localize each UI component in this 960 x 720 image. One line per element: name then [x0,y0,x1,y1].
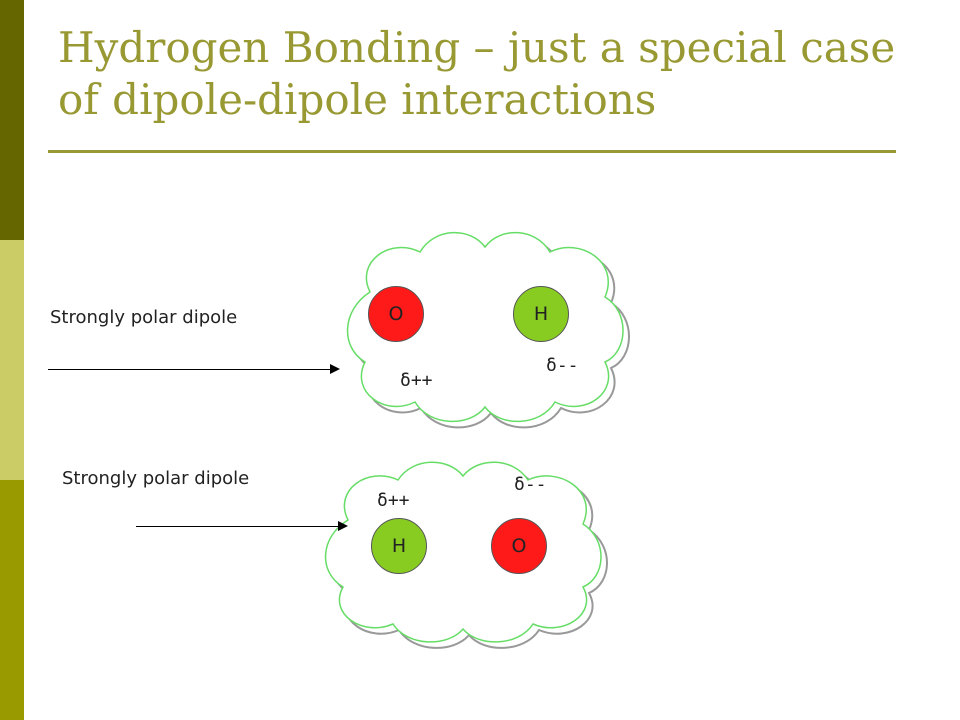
electron-cloud-top [346,231,630,429]
sidebar-accent-middle [0,240,24,480]
partial-charge-positive-top: δ++ [400,370,433,391]
dipole-label-bottom: Strongly polar dipole [62,468,250,489]
partial-charge-negative-top: δ-- [546,355,579,376]
hydrogen-atom-top: H [513,286,569,342]
partial-charge-negative-bottom: δ-- [514,474,547,495]
electron-cloud-bottom [324,461,608,649]
sidebar-accent-top [0,0,24,240]
hydrogen-atom-bottom: H [371,518,427,574]
partial-charge-positive-bottom: δ++ [377,490,410,511]
oxygen-atom-bottom: O [491,518,547,574]
slide-title: Hydrogen Bonding – just a special case o… [58,23,896,124]
title-underline [48,150,896,153]
sidebar-accent-bottom [0,480,24,720]
cloud-outline-front [346,231,624,423]
arrow-top [48,364,340,374]
cloud-outline-front [324,461,602,643]
oxygen-atom-top: O [368,286,424,342]
arrow-bottom [136,521,348,531]
dipole-label-top: Strongly polar dipole [50,307,238,328]
